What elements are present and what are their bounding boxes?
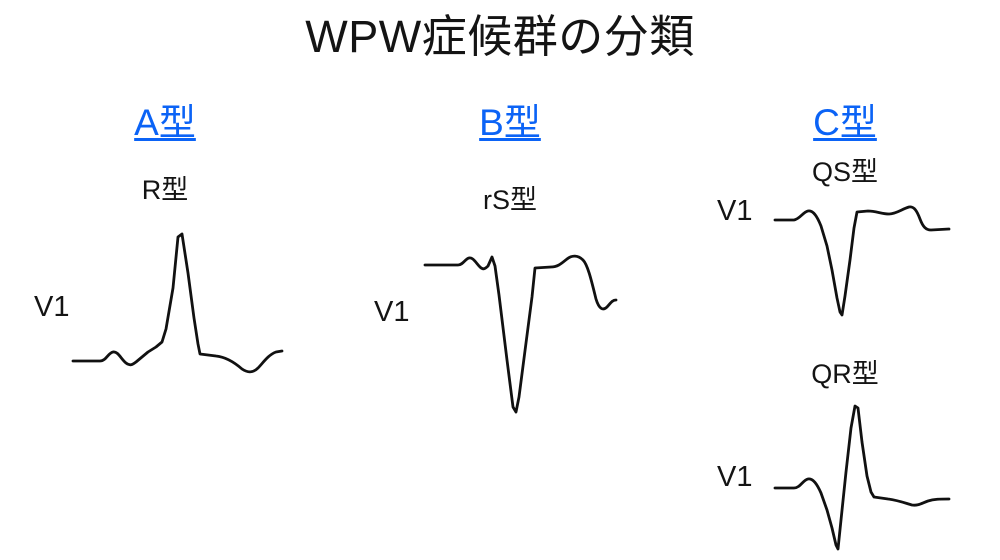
lead-label-c-qr-v1: V1: [717, 461, 753, 493]
lead-label-c-qs-v1: V1: [717, 195, 753, 227]
ecg-waveform-b-rs: [423, 254, 618, 414]
pattern-label-rs: rS型: [483, 185, 537, 215]
type-heading-a: A型: [134, 102, 196, 143]
ecg-waveform-c-qr: [773, 404, 951, 551]
type-heading-c: C型: [813, 102, 877, 143]
pattern-label-r: R型: [141, 175, 189, 205]
page-title: WPW症候群の分類: [305, 11, 695, 62]
lead-label-b-v1: V1: [374, 296, 410, 328]
lead-label-a-v1: V1: [34, 291, 70, 323]
pattern-label-qr: QR型: [811, 359, 879, 389]
ecg-waveform-c-qs: [773, 205, 951, 317]
pattern-label-qs: QS型: [811, 157, 878, 187]
ecg-waveform-a-r: [71, 232, 284, 374]
type-heading-b: B型: [479, 102, 541, 143]
